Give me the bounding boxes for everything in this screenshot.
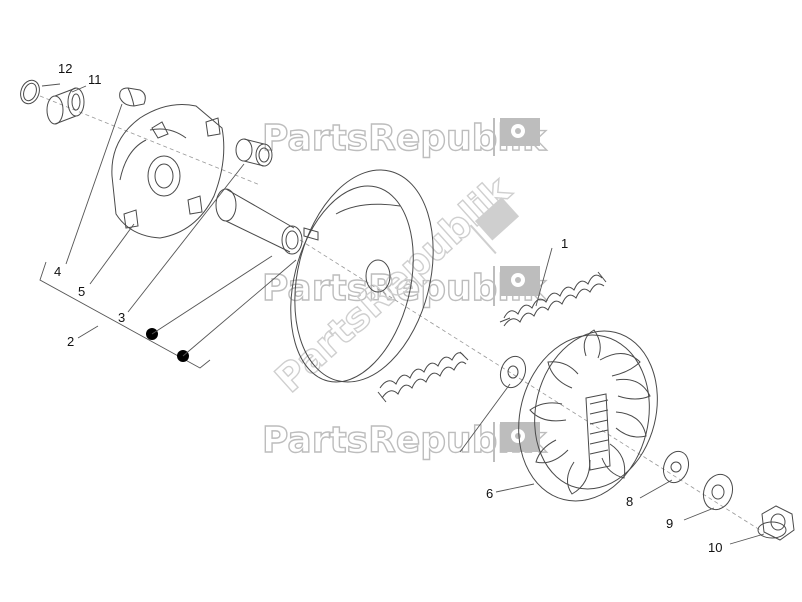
part-12-circlip (20, 79, 40, 105)
group-bracket (39, 261, 211, 369)
part-2-sleeve (215, 188, 303, 255)
part-3-bushing (235, 138, 273, 167)
watermark-flag-icon-top (493, 118, 540, 156)
callout-1: 1 (561, 236, 568, 251)
callout-3: 3 (118, 310, 125, 325)
callout-5: 5 (78, 284, 85, 299)
watermark-flag-icon-diagonal (469, 197, 520, 255)
center-axis-upper (39, 95, 261, 186)
part-5-ramp-plate (111, 104, 225, 239)
callouts: 1 2 3 4 5 6 8 9 10 11 12 (54, 61, 722, 555)
callout-4: 4 (54, 264, 61, 279)
callout-2: 2 (67, 334, 74, 349)
part-9-cup-washer (702, 473, 734, 511)
part-6-fan-pulley (518, 329, 658, 502)
spring-lower (377, 351, 469, 403)
callout-8: 8 (626, 494, 633, 509)
callout-10: 10 (708, 540, 722, 555)
leader-lines (41, 83, 765, 545)
part-8-washer (662, 450, 690, 484)
part-4-slider (119, 87, 146, 107)
callout-11: 11 (88, 72, 102, 87)
part-11-bearing (46, 87, 85, 125)
watermark-group: PartsRepublik PartsRepublik PartsRepubli… (261, 117, 548, 462)
callout-6: 6 (486, 486, 493, 501)
callout-12: 12 (58, 61, 72, 76)
part-1-spring-upper (499, 271, 607, 327)
callout-9: 9 (666, 516, 673, 531)
part-10-nut (757, 505, 795, 541)
movable-pulley-half (290, 169, 434, 383)
washer-small (499, 355, 527, 389)
watermark-flag-icon-mid (493, 266, 540, 306)
watermark-flag-icon-bottom (493, 422, 540, 462)
